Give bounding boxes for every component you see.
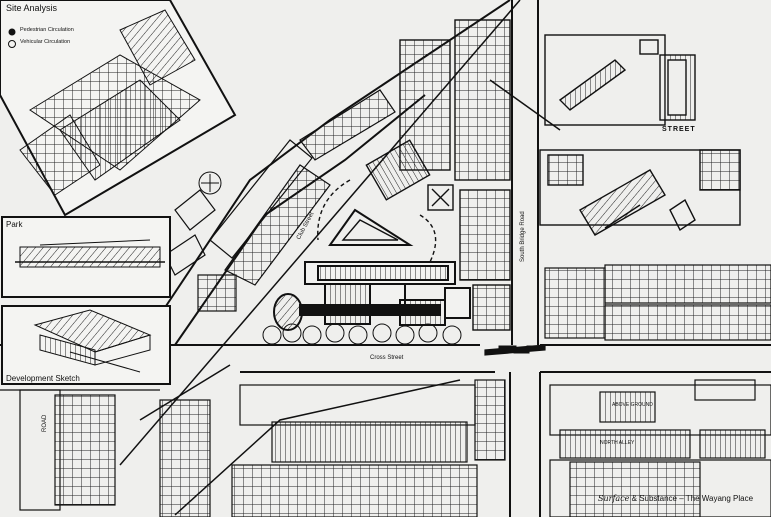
title-rest: & Substance – The Wayang Place (631, 494, 754, 503)
level-label-2: NORTH ALLEY (600, 440, 635, 446)
left-road-label: ROAD (42, 414, 48, 432)
development-sketch-title: Development Sketch (6, 374, 80, 383)
west-lower-blocks (0, 389, 160, 511)
filled-dot-icon (8, 28, 16, 36)
sight-lines (119, 0, 641, 516)
east-blocks (544, 264, 771, 341)
site-analysis-title: Site Analysis (6, 3, 58, 13)
title-block-title: Surface & Substance – The Wayang Place (598, 494, 753, 503)
open-dot-icon (8, 40, 16, 48)
park-title: Park (6, 220, 23, 229)
title-script: Surface (598, 494, 630, 503)
south-bridge-road-label: South Bridge Road (520, 211, 526, 262)
central-block-north (317, 19, 511, 331)
north-east-block (539, 34, 741, 236)
park-inset (1, 216, 171, 298)
upper-street-label: STREET (662, 126, 696, 133)
development-sketch-inset (1, 305, 171, 385)
club-street-shophouses (164, 89, 396, 312)
title-block-frame (549, 459, 771, 517)
wayang-place-building (273, 261, 471, 331)
legend-pedestrian: Pedestrian Circulation (20, 27, 74, 33)
legend-vehicular: Vehicular Circulation (20, 39, 71, 45)
cross-street-label: Cross Street (370, 355, 404, 361)
street-trees (198, 171, 462, 345)
site-analysis-inset (0, 0, 237, 217)
southern-blocks (159, 344, 771, 517)
level-label-1: ABOVE GROUND (612, 402, 653, 408)
